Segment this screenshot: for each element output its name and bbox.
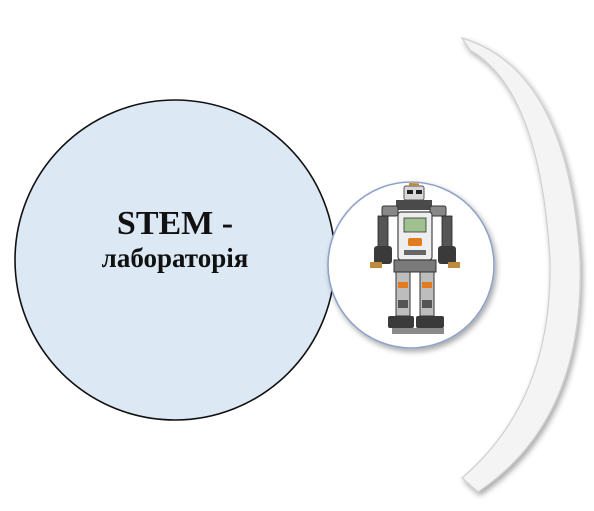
robot-icon bbox=[370, 183, 460, 334]
title-line-2: лабораторія bbox=[101, 243, 249, 274]
main-circle-title: STEM - лабораторія bbox=[40, 205, 310, 274]
curved-arc-shape bbox=[460, 36, 581, 493]
title-line-1: STEM - bbox=[116, 205, 234, 242]
